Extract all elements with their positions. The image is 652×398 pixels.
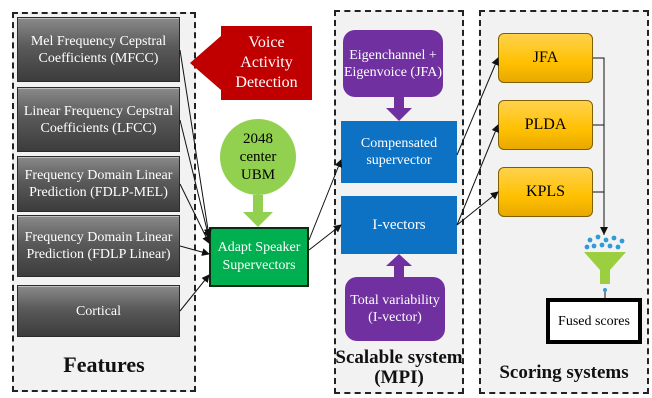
- connector-fdlp-linear: [179, 245, 210, 256]
- adapt-supervectors-box: Adapt Speaker Supervectors: [209, 227, 309, 287]
- scoring-panel-title: Scoring systems: [499, 362, 629, 383]
- jfa-box: JFA: [498, 33, 593, 83]
- total-arrow-head: [386, 254, 412, 266]
- ivectors-label: I-vectors: [372, 216, 426, 233]
- ubm-arrow-head: [243, 212, 273, 227]
- vad-label-box: Voice Activity Detection: [221, 26, 312, 100]
- feature-mfcc-label: Mel Frequency Cepstral Coefficients (MFC…: [30, 33, 167, 66]
- scalable-panel-title: Scalable system (MPI): [335, 347, 463, 388]
- compensated-supervector-label: Compensated supervector: [360, 136, 438, 168]
- eigen-box: Eigenchannel + Eigenvoice (JFA): [343, 30, 443, 97]
- ivectors-box: I-vectors: [341, 196, 457, 254]
- adapt-supervectors-label: Adapt Speaker Supervectors: [217, 240, 301, 273]
- feature-lfcc-label: Linear Frequency Cepstral Coefficients (…: [23, 103, 174, 136]
- feature-fdlp-mel-label: Frequency Domain Linear Prediction (FDLP…: [24, 168, 173, 200]
- funnel-icon: [584, 234, 626, 292]
- vad-label: Voice Activity Detection: [235, 34, 298, 91]
- connector-mfcc: [179, 49, 212, 237]
- connector-adapt-compensated: [308, 159, 343, 241]
- total-variability-box: Total variability (I-vector): [345, 277, 445, 341]
- eigen-label: Eigenchannel + Eigenvoice (JFA): [343, 47, 443, 80]
- plda-box: PLDA: [498, 100, 593, 150]
- compensated-supervector-box: Compensated supervector: [341, 121, 457, 183]
- feature-fdlp-linear-label: Frequency Domain Linear Prediction (FDLP…: [24, 230, 173, 262]
- plda-label: PLDA: [524, 116, 567, 133]
- connector-ivectors-kpls: [456, 191, 499, 226]
- ubm-circle: 2048 center UBM: [220, 119, 296, 195]
- feature-cortical: Cortical: [17, 285, 180, 337]
- fused-scores-label: Fused scores: [558, 313, 630, 329]
- connector-lfcc: [179, 119, 212, 239]
- kpls-label: KPLS: [525, 183, 566, 200]
- fused-scores-box: Fused scores: [546, 298, 642, 344]
- feature-fdlp-linear: Frequency Domain Linear Prediction (FDLP…: [17, 215, 180, 277]
- connector-adapt-ivectors: [308, 224, 342, 251]
- ubm-label: 2048 center UBM: [239, 131, 277, 183]
- vad-arrow-shape: [190, 26, 312, 100]
- connector-fdlp-mel: [179, 183, 210, 244]
- connector-cortical: [179, 274, 210, 312]
- connector-ivectors-plda: [456, 124, 500, 226]
- eigen-arrow-head: [386, 108, 412, 121]
- jfa-label: JFA: [532, 49, 559, 66]
- feature-cortical-label: Cortical: [75, 303, 122, 319]
- ubm-arrow-shaft: [253, 195, 263, 213]
- feature-lfcc: Linear Frequency Cepstral Coefficients (…: [17, 87, 180, 152]
- kpls-box: KPLS: [498, 167, 593, 217]
- connector-jfa-funnel: [593, 57, 605, 235]
- features-panel-title: Features: [63, 352, 145, 377]
- total-variability-label: Total variability (I-vector): [350, 293, 440, 325]
- connector-compensated-jfa: [456, 57, 499, 156]
- eigen-arrow-shaft: [394, 97, 404, 109]
- total-arrow-shaft: [394, 265, 404, 277]
- feature-fdlp-mel: Frequency Domain Linear Prediction (FDLP…: [17, 156, 180, 212]
- feature-mfcc: Mel Frequency Cepstral Coefficients (MFC…: [17, 17, 180, 82]
